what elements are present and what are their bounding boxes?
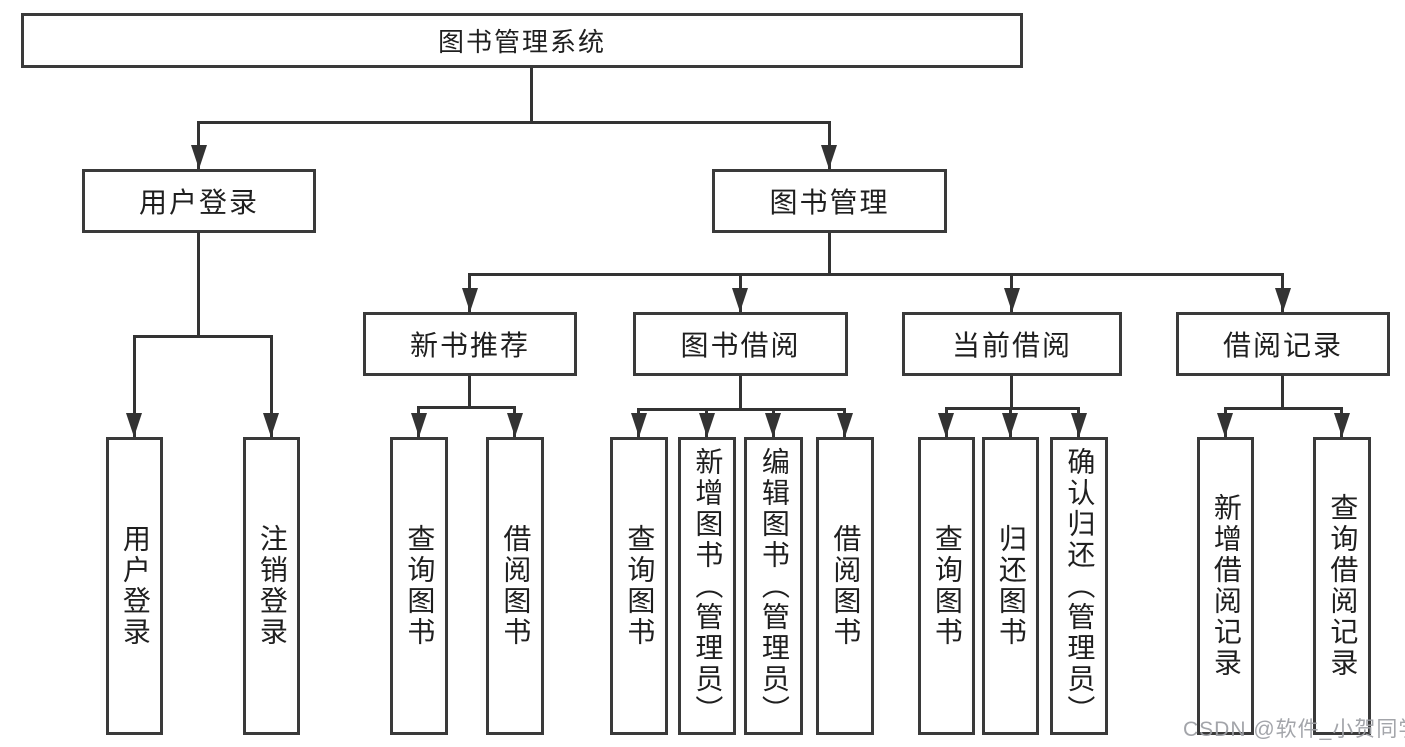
node-label: 确认归还（管理员） — [1064, 446, 1096, 726]
node-current-borrowing: 当前借阅 — [902, 312, 1122, 376]
leaf-newbook-query-books: 查询图书 — [390, 437, 448, 735]
leaf-logout: 注销登录 — [243, 437, 300, 735]
leaf-current-query-books: 查询图书 — [918, 437, 975, 735]
node-label: 查询借阅记录 — [1327, 493, 1359, 679]
node-label: 编辑图书（管理员） — [758, 446, 790, 726]
leaf-borrowing-edit-books-admin: 编辑图书（管理员） — [744, 437, 803, 735]
arrowhead-down-icon — [1217, 413, 1233, 437]
arrowhead-down-icon — [837, 413, 853, 437]
node-label: 图书管理系统 — [437, 27, 606, 57]
node-new-book-recommend: 新书推荐 — [363, 312, 577, 376]
node-library-system: 图书管理系统 — [21, 13, 1023, 68]
connector-user-login-rail — [133, 335, 273, 338]
arrowhead-down-icon — [631, 413, 647, 437]
node-label: 新增图书（管理员） — [692, 446, 724, 726]
arrowhead-down-icon — [1004, 288, 1020, 312]
leaf-records-query-record: 查询借阅记录 — [1313, 437, 1371, 735]
arrowhead-down-icon — [732, 288, 748, 312]
connector-current-borrowing-stem — [1010, 376, 1013, 407]
connector-root-stem — [530, 68, 533, 121]
connector-level3-rail — [468, 273, 1284, 276]
node-label: 借阅记录 — [1222, 330, 1343, 361]
connector-drop-leaf-user-login — [133, 335, 136, 437]
connector-new-book-rail — [417, 406, 516, 409]
node-label: 新增借阅记录 — [1210, 493, 1242, 679]
leaf-records-add-record: 新增借阅记录 — [1197, 437, 1254, 735]
connector-current-borrowing-rail — [945, 407, 1080, 410]
arrowhead-down-icon — [411, 413, 427, 437]
node-borrow-records: 借阅记录 — [1176, 312, 1390, 376]
node-book-management: 图书管理 — [712, 169, 947, 233]
node-label: 当前借阅 — [951, 330, 1072, 361]
arrowhead-down-icon — [1002, 413, 1018, 437]
connector-borrow-records-stem — [1281, 376, 1284, 407]
arrowhead-down-icon — [765, 413, 781, 437]
watermark: CSDN @软件_小贺同学 — [1183, 718, 1405, 741]
leaf-borrowing-add-books-admin: 新增图书（管理员） — [678, 437, 736, 735]
leaf-current-confirm-return-admin: 确认归还（管理员） — [1050, 437, 1108, 735]
arrowhead-down-icon — [126, 413, 142, 437]
connector-book-management-stem — [828, 233, 831, 273]
arrowhead-down-icon — [1071, 413, 1087, 437]
arrowhead-down-icon — [1275, 288, 1291, 312]
node-book-borrowing: 图书借阅 — [633, 312, 848, 376]
connector-new-book-stem — [468, 376, 471, 406]
arrowhead-down-icon — [821, 145, 837, 169]
node-label: 用户登录 — [138, 187, 259, 218]
node-label: 查询图书 — [404, 524, 436, 648]
node-label: 查询图书 — [624, 524, 656, 648]
node-label: 注销登录 — [256, 524, 288, 648]
node-label: 图书管理 — [769, 187, 890, 218]
node-label: 新书推荐 — [409, 330, 530, 361]
node-label: 查询图书 — [931, 524, 963, 648]
arrowhead-down-icon — [507, 413, 523, 437]
node-label: 图书借阅 — [680, 330, 801, 361]
connector-drop-leaf-logout — [270, 335, 273, 437]
connector-user-login-stem — [197, 232, 200, 335]
connector-book-borrowing-rail — [637, 408, 846, 411]
leaf-current-return-books: 归还图书 — [982, 437, 1039, 735]
node-user-login: 用户登录 — [82, 169, 316, 233]
arrowhead-down-icon — [1334, 413, 1350, 437]
node-label: 用户登录 — [119, 524, 151, 648]
arrowhead-down-icon — [938, 413, 954, 437]
node-label: 借阅图书 — [500, 524, 532, 648]
node-label: 归还图书 — [995, 524, 1027, 648]
arrowhead-down-icon — [191, 145, 207, 169]
connector-level2-rail — [197, 121, 831, 124]
node-label: 借阅图书 — [830, 524, 862, 648]
leaf-newbook-borrow-books: 借阅图书 — [486, 437, 544, 735]
arrowhead-down-icon — [263, 413, 279, 437]
arrowhead-down-icon — [462, 288, 478, 312]
connector-borrow-records-rail — [1224, 407, 1343, 410]
connector-book-borrowing-stem — [739, 376, 742, 408]
leaf-borrowing-query-books: 查询图书 — [610, 437, 668, 735]
leaf-borrowing-borrow-books: 借阅图书 — [816, 437, 874, 735]
arrowhead-down-icon — [699, 413, 715, 437]
leaf-user-login: 用户登录 — [106, 437, 163, 735]
